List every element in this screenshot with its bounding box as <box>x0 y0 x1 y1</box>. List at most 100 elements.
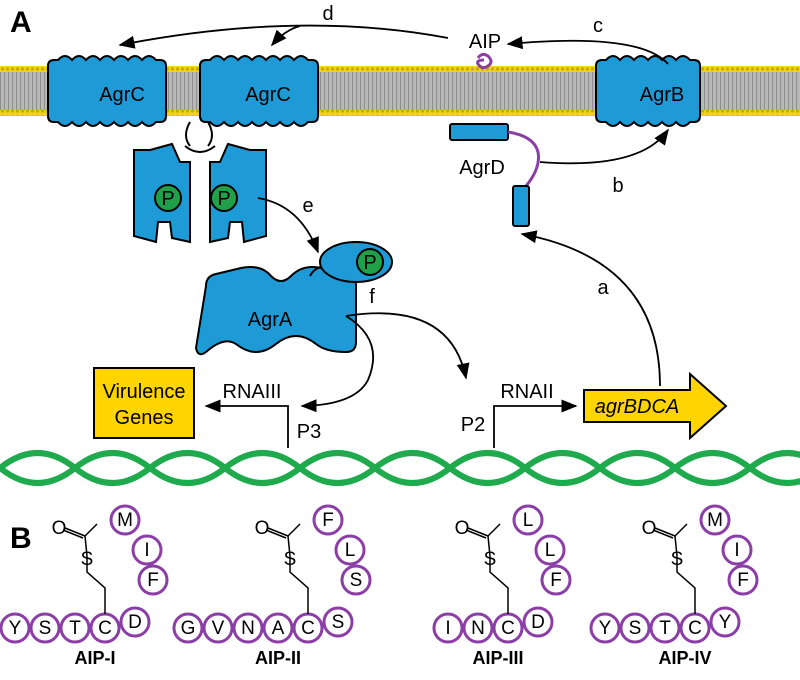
residue-ring-1: I <box>734 540 739 561</box>
thioester-bond <box>465 523 509 614</box>
residue-circle <box>0 612 31 644</box>
agrbdca-label: agrBDCA <box>595 396 679 418</box>
residue-cys: C <box>501 618 515 639</box>
step-b-label: b <box>612 175 623 197</box>
residue-circle <box>727 564 759 596</box>
agra-phospho-group <box>356 248 384 276</box>
p3-promoter: RNAIII P3 <box>204 381 321 448</box>
sulfur-label: S <box>484 549 497 570</box>
sulfur-label: S <box>81 549 94 570</box>
step-d-label: d <box>322 3 333 25</box>
arrow-f-p2 <box>345 312 470 380</box>
residue-circle <box>262 612 294 644</box>
agrc-right-protein <box>199 55 319 127</box>
residue-circle <box>534 534 566 566</box>
residue-circle <box>589 612 621 644</box>
residue-tail-2: N <box>241 618 255 639</box>
oxygen-label: O <box>255 518 270 539</box>
step-f-label: f <box>369 286 375 308</box>
thioester-bond <box>265 523 309 614</box>
residue-ring-1: L <box>545 540 556 561</box>
residue-tail-0: Y <box>599 618 612 639</box>
residue-circle <box>172 612 204 644</box>
residue-ring-1: I <box>144 540 149 561</box>
agrd-label: AgrD <box>459 157 505 179</box>
residue-ring-3: D <box>128 612 142 633</box>
residue-ring-1: L <box>345 540 356 561</box>
agrd-membrane-segment <box>449 123 509 141</box>
virulence-line2: Genes <box>115 407 174 429</box>
residue-cys: C <box>688 618 702 639</box>
residue-ring-3: Y <box>719 612 732 633</box>
agrc-left-protein <box>47 55 167 127</box>
aip-name-label: AIP-III <box>472 648 523 668</box>
aip-name-label: AIP-IV <box>658 648 711 668</box>
residue-cys: C <box>98 618 112 639</box>
step-c-label: c <box>593 15 603 37</box>
agrb-protein <box>595 55 701 127</box>
phospho-left-label: P <box>161 188 174 210</box>
aip-label: AIP <box>469 31 501 53</box>
arrow-f-p3 <box>300 315 375 413</box>
agrb-label: AgrB <box>640 84 684 106</box>
phospho-group-left <box>154 184 182 212</box>
residue-circle <box>202 612 234 644</box>
residue-circle <box>649 612 681 644</box>
residue-tail-0: G <box>181 618 196 639</box>
rnaiii-label: RNAIII <box>223 381 282 403</box>
step-e-label: e <box>302 195 313 217</box>
residue-circle <box>59 612 91 644</box>
aip-peptide-icon <box>476 52 493 70</box>
aip-peptide: AIP <box>469 31 501 70</box>
agrd-linker <box>507 130 540 187</box>
residue-tail-0: Y <box>9 618 22 639</box>
p2-label: P2 <box>461 414 485 436</box>
agra-protein <box>194 266 357 356</box>
residue-circle <box>619 612 651 644</box>
residue-circle <box>119 606 151 638</box>
agrc-left-label: AgrC <box>99 84 145 106</box>
residue-circle <box>137 564 169 596</box>
p2-promoter: RNAII P2 <box>461 381 578 448</box>
virulence-genes: Virulence Genes <box>93 367 195 439</box>
residue-tail-0: I <box>445 618 450 639</box>
residue-ring-0: L <box>523 510 534 531</box>
aip-name-label: AIP-II <box>255 648 301 668</box>
oxygen-label: O <box>642 518 657 539</box>
residue-tail-1: S <box>629 618 642 639</box>
panel-label-a: A <box>10 6 32 39</box>
residue-ring-2: F <box>147 570 159 591</box>
residue-cys: C <box>301 618 315 639</box>
agrd: AgrD <box>449 123 540 227</box>
pathway-arrows: d c b a e f <box>118 3 669 413</box>
residue-tail-1: V <box>212 618 225 639</box>
agra-label: AgrA <box>248 309 293 331</box>
residue-tail-2: T <box>69 618 81 639</box>
residue-circle <box>334 534 366 566</box>
arrow-d <box>118 24 449 49</box>
residue-circle <box>522 606 554 638</box>
residue-circle <box>29 612 61 644</box>
residue-circle <box>322 606 354 638</box>
residue-circle <box>340 564 372 596</box>
virulence-line1: Virulence <box>102 381 185 403</box>
arrow-e <box>257 197 319 254</box>
residue-ring-2: S <box>350 570 363 591</box>
residue-ring-0: M <box>117 510 133 531</box>
residue-circle <box>709 606 741 638</box>
sulfur-label: S <box>284 549 297 570</box>
residue-ring-0: F <box>322 510 334 531</box>
residue-circle <box>512 504 544 536</box>
residue-ring-0: M <box>707 510 723 531</box>
residue-circle <box>432 612 464 644</box>
p3-label: P3 <box>297 421 321 443</box>
residue-tail-3: A <box>272 618 285 639</box>
residue-tail-1: S <box>39 618 52 639</box>
residue-circle <box>312 504 344 536</box>
